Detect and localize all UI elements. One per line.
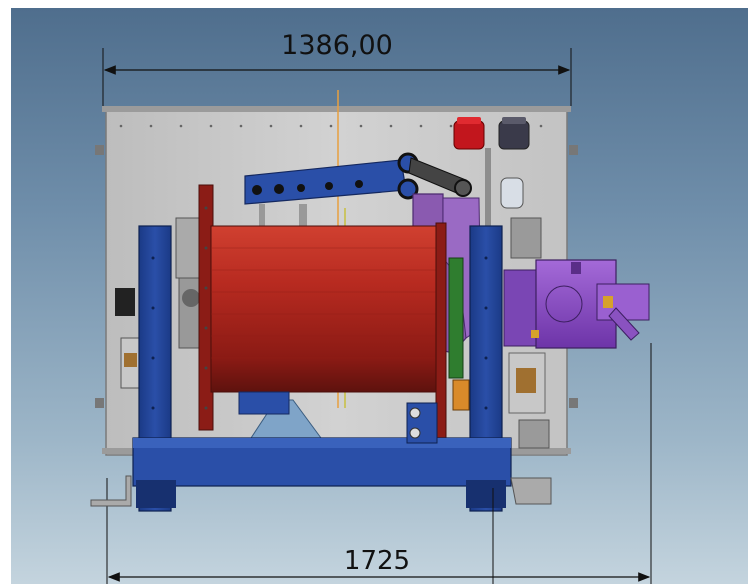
hydraulic-motor[interactable]	[503, 259, 650, 349]
top-dimension[interactable]: 1386,00	[102, 30, 572, 106]
indicator-caps	[453, 117, 530, 248]
bottom-dimension-value: 1725	[344, 546, 410, 576]
base-frame[interactable]	[132, 225, 512, 512]
orange-bracket	[452, 379, 470, 411]
cad-viewport[interactable]: 1386,00	[11, 8, 748, 584]
winch-assembly-drawing: 1386,00	[90, 30, 652, 584]
cable-drum[interactable]	[198, 184, 464, 449]
top-dimension-value: 1386,00	[281, 30, 393, 61]
left-components	[115, 217, 210, 389]
right-components	[500, 177, 550, 449]
left-foot	[90, 475, 132, 507]
bottom-dimension[interactable]: 1725	[106, 343, 652, 584]
right-foot	[510, 477, 552, 505]
